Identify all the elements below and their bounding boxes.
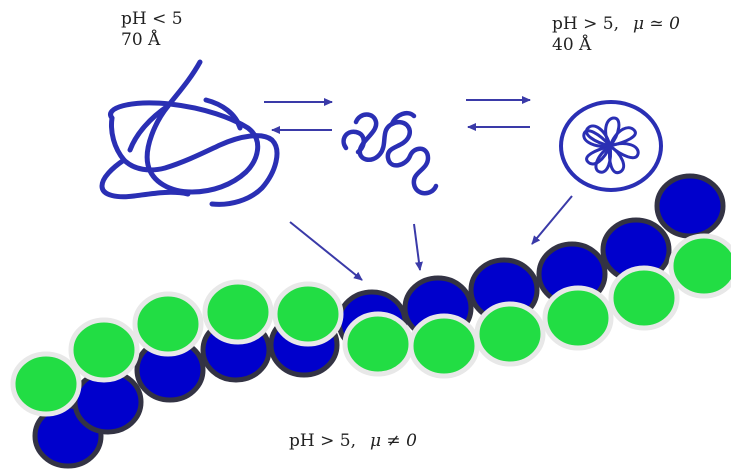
green-bead (202, 279, 274, 345)
label-ph-high-charged-text: pH > 5, (289, 431, 356, 451)
label-mu-nonzero: μ ≠ 0 (369, 431, 417, 451)
label-ph-low: pH < 5 (121, 9, 183, 30)
label-size-70-text: 70 Å (121, 30, 161, 50)
green-bead (68, 317, 140, 383)
label-ph-high-neutral: pH > 5, μ ≃ 0 (552, 14, 680, 35)
green-bead (668, 233, 731, 299)
green-bead (342, 311, 414, 377)
label-ph-high-neutral-text: pH > 5, (552, 14, 619, 34)
green-bead (132, 291, 204, 357)
label-size-70: 70 Å (121, 30, 160, 51)
arrow-micelle-to-bilayer (531, 195, 573, 245)
arrow-compact-to-bilayer (413, 223, 423, 271)
green-bead (474, 301, 546, 367)
green-bead (542, 285, 614, 351)
green-bead (10, 351, 82, 417)
green-bead (408, 313, 480, 379)
adsorption-arrows (289, 195, 573, 281)
compact-coil (341, 111, 439, 196)
green-bead (608, 265, 680, 331)
equilibrium-arrows (264, 96, 531, 134)
label-size-40: 40 Å (552, 35, 591, 56)
label-ph-high-charged: pH > 5, μ ≠ 0 (289, 431, 417, 452)
extended-coil (99, 59, 280, 207)
arrow-coil-to-bilayer (289, 221, 363, 281)
blue-bead (654, 173, 726, 239)
micelle-globule (559, 100, 663, 192)
green-bead (272, 281, 344, 347)
bilayer-green-leaflet (10, 233, 731, 417)
label-ph-low-text: pH < 5 (121, 9, 183, 29)
label-size-40-text: 40 Å (552, 35, 592, 55)
label-mu-zero: μ ≃ 0 (632, 14, 680, 34)
